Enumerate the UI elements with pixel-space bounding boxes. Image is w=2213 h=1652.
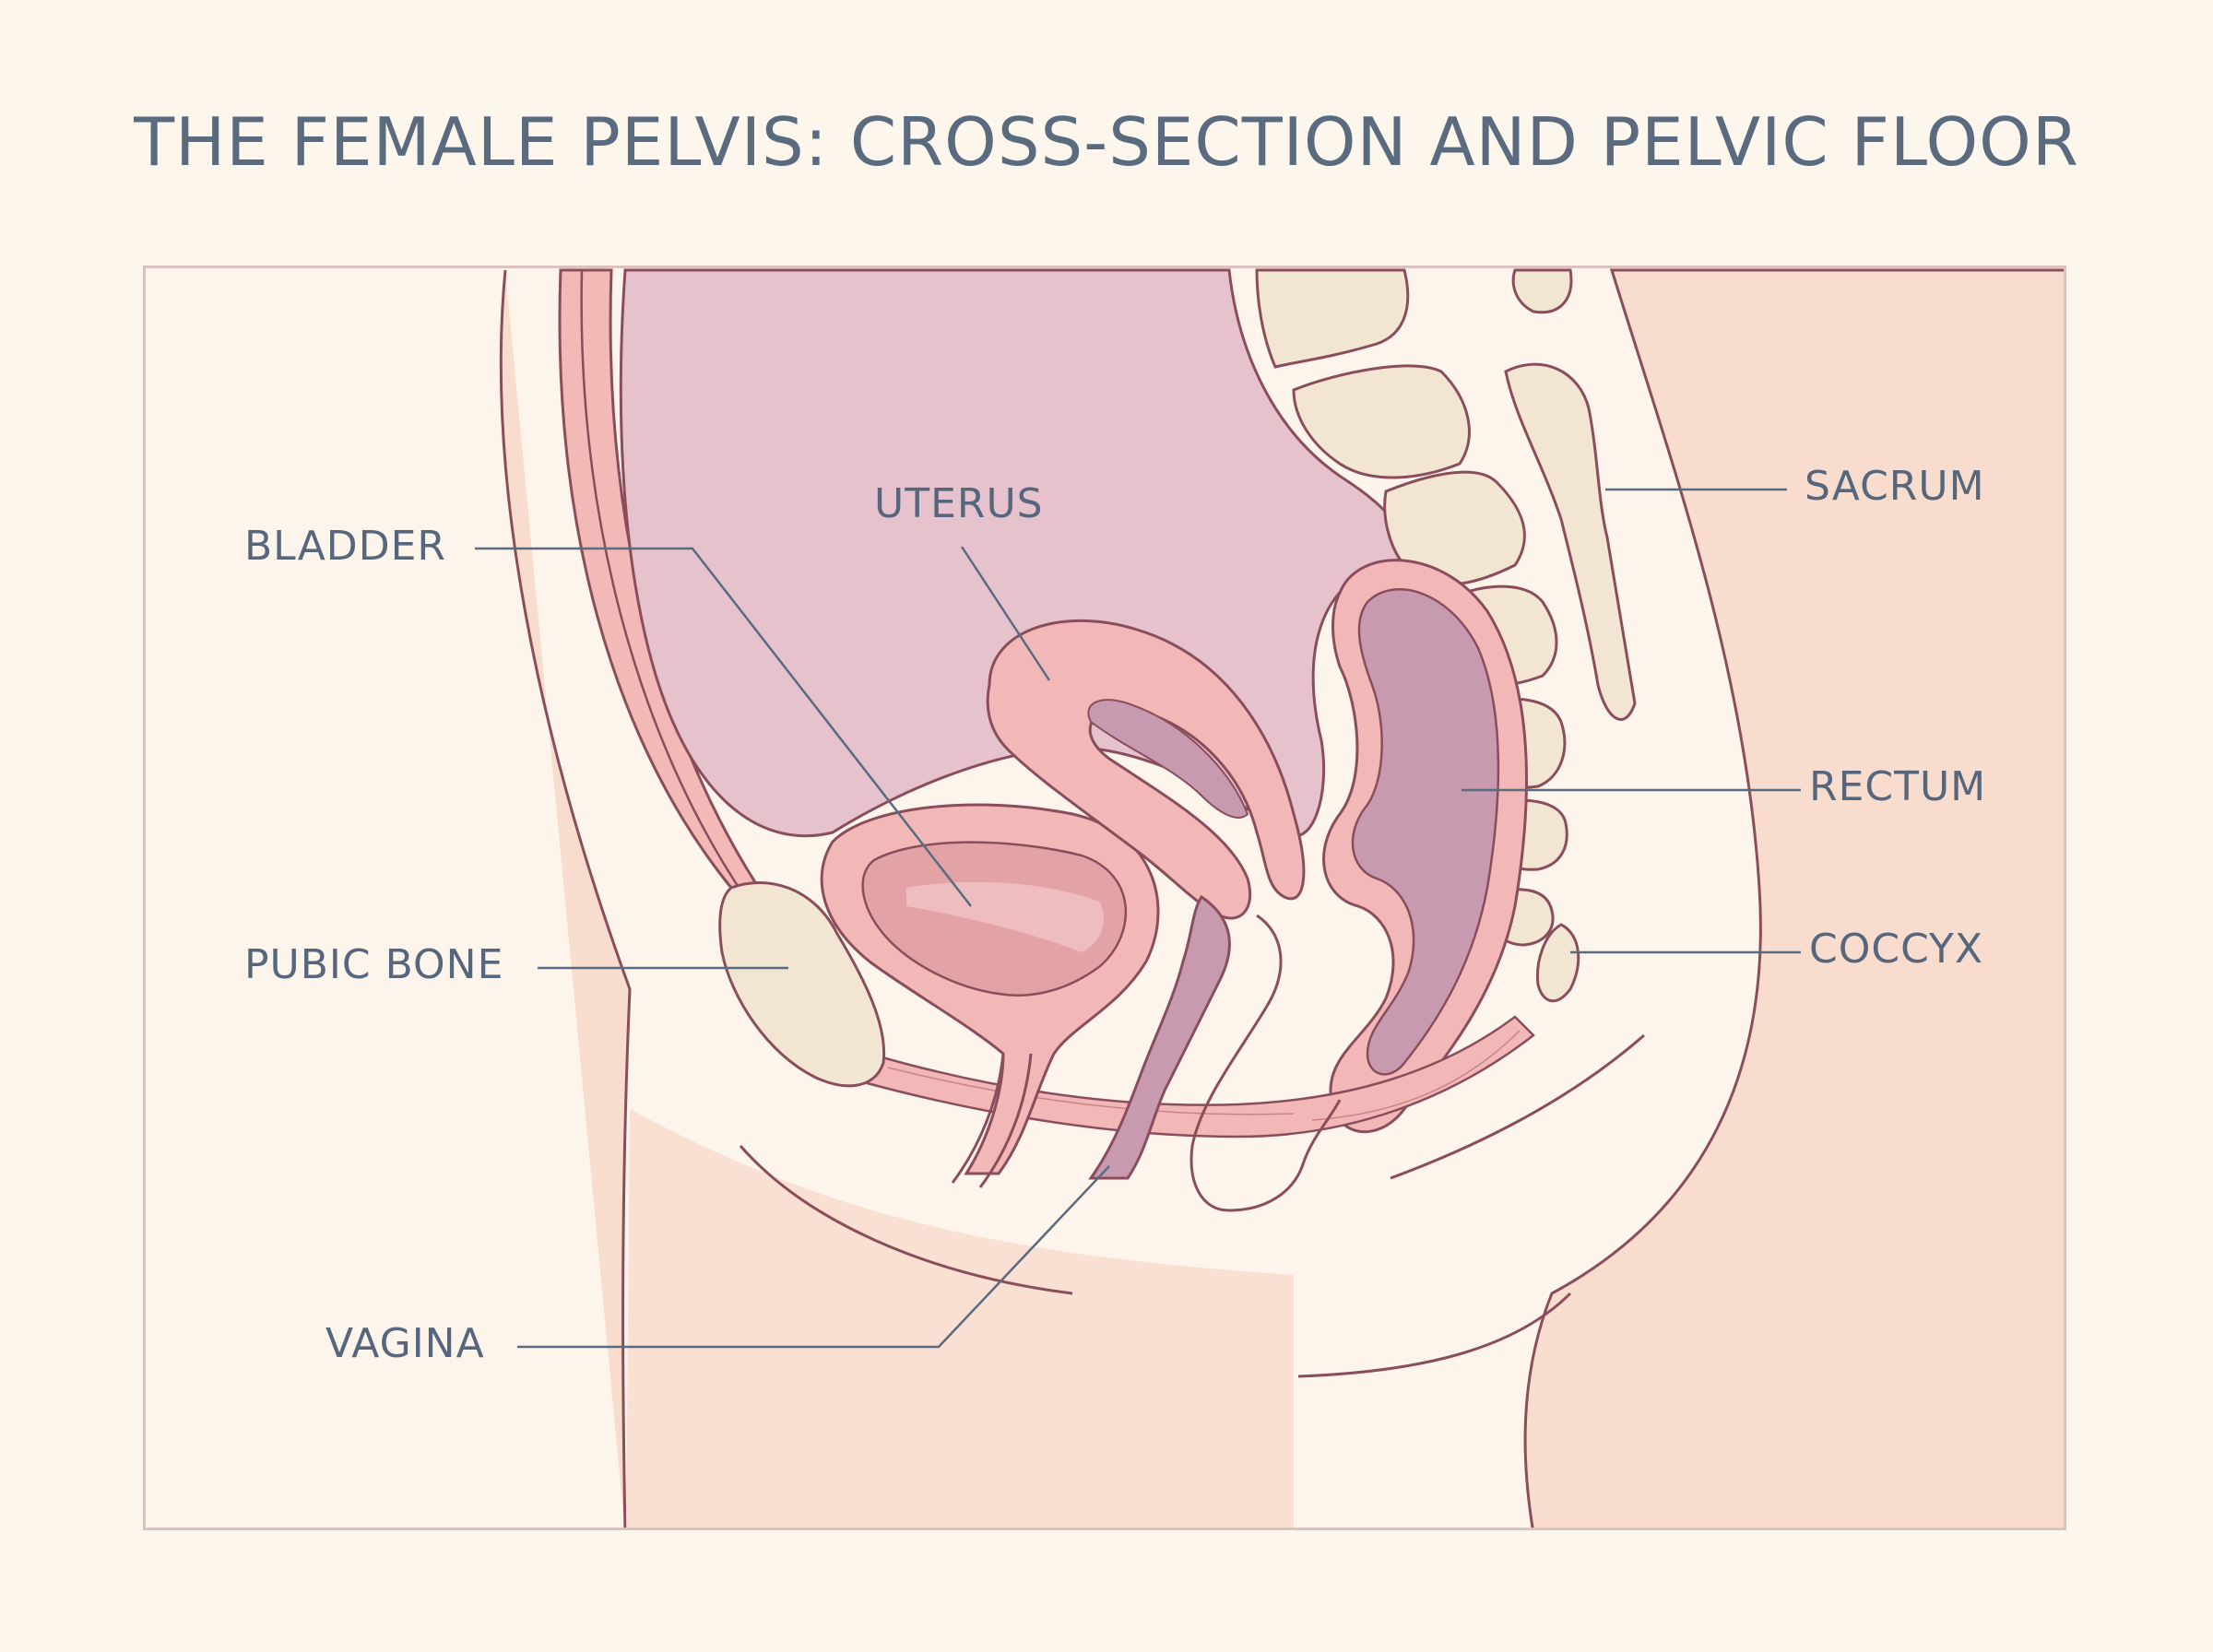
label-sacrum: SACRUM [1805, 466, 1985, 507]
label-pubic-bone: PUBIC BONE [244, 945, 503, 985]
label-uterus: UTERUS [874, 484, 1044, 525]
page-title: THE FEMALE PELVIS: CROSS-SECTION AND PEL… [0, 103, 2213, 181]
label-coccyx: COCCYX [1809, 929, 1983, 970]
gluteal-line [1298, 1293, 1570, 1376]
label-bladder: BLADDER [244, 526, 446, 567]
label-vagina: VAGINA [325, 1324, 485, 1364]
label-rectum: RECTUM [1809, 767, 1986, 808]
